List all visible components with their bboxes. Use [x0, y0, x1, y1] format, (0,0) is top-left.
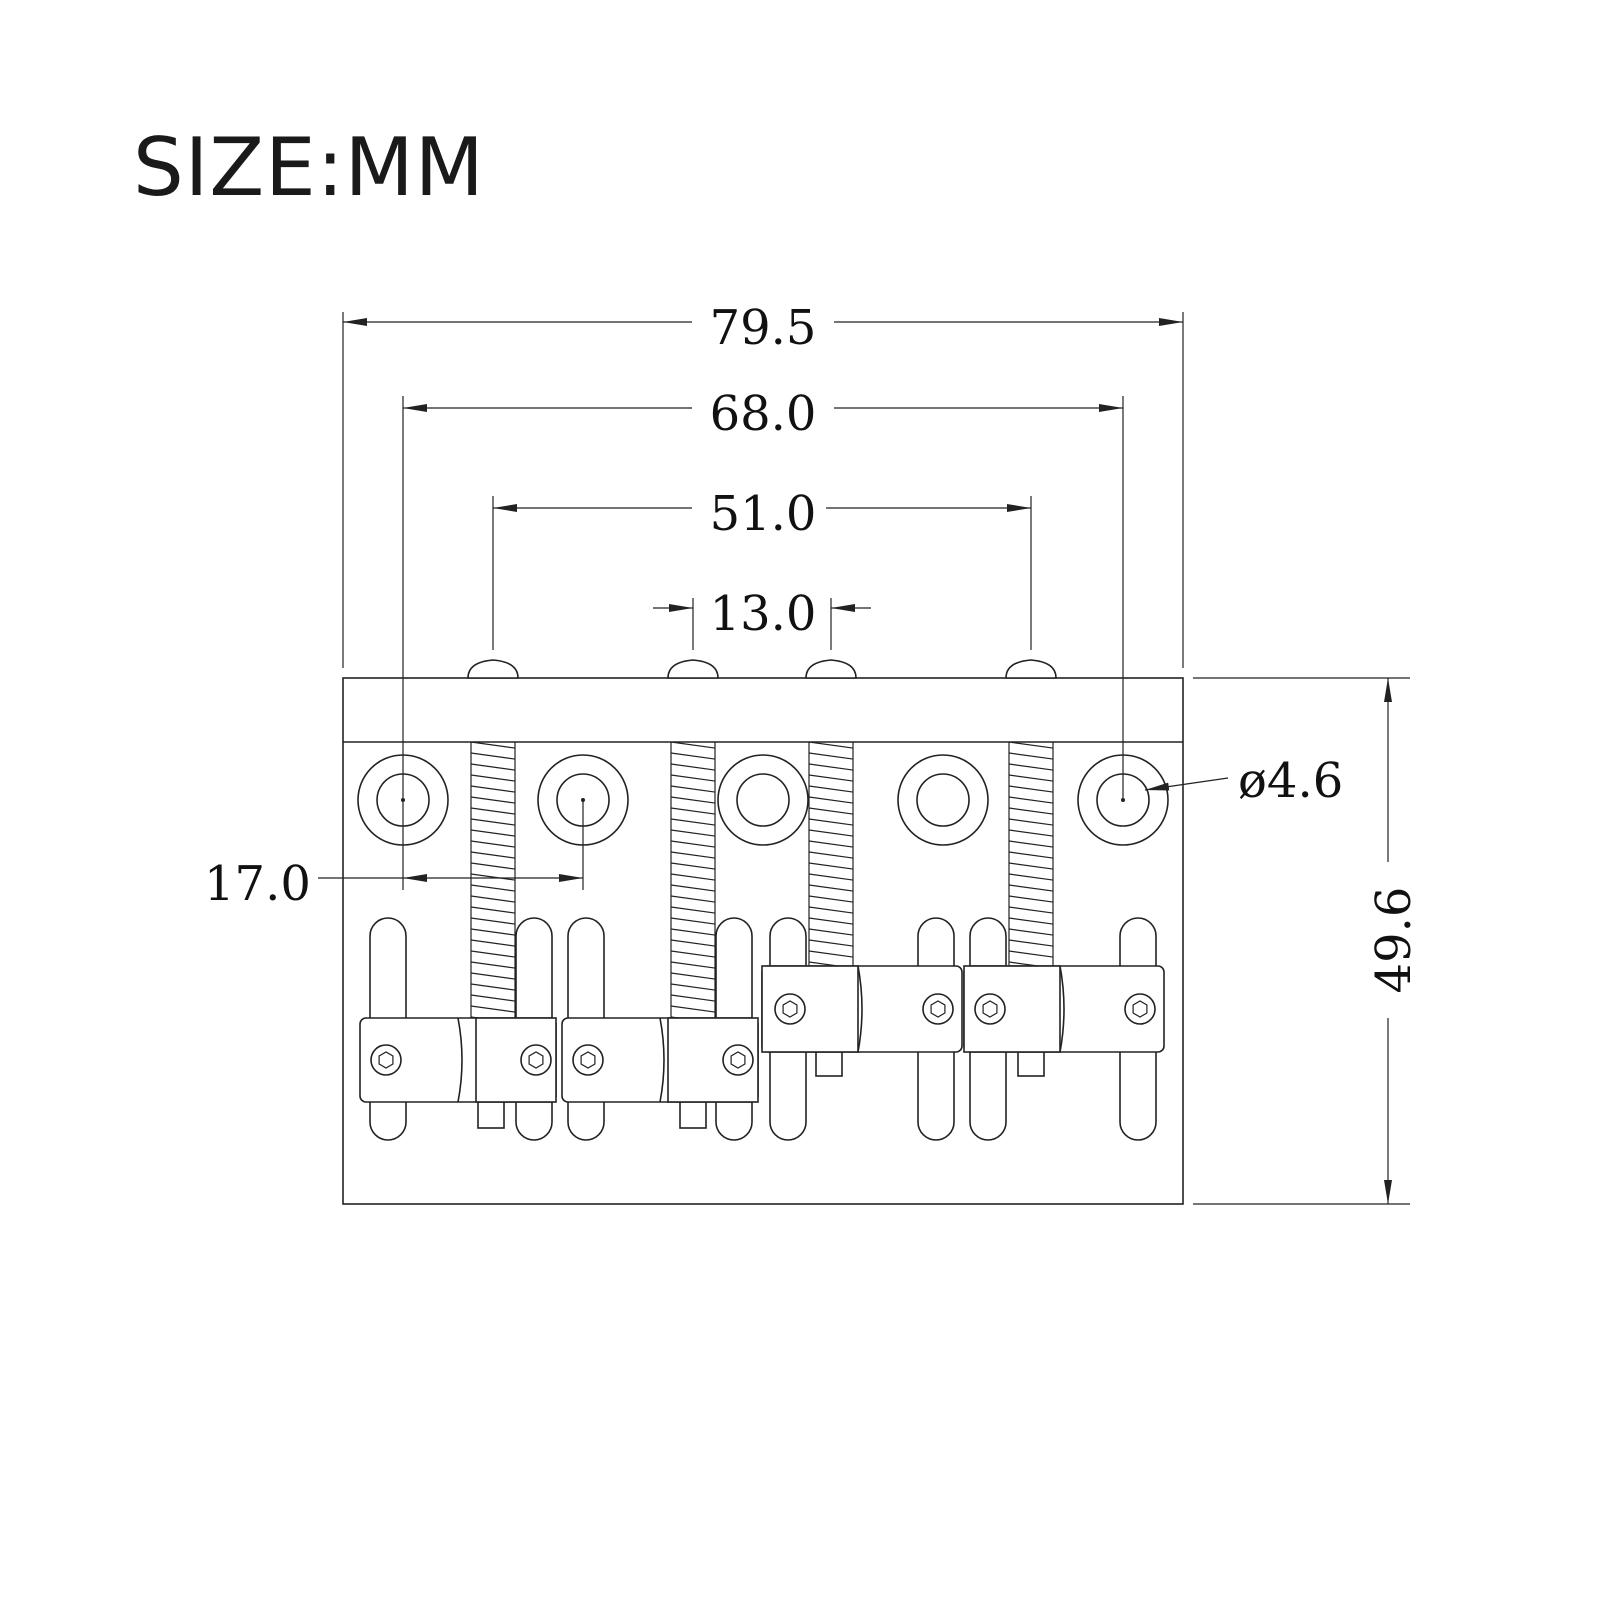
dim-label-overall-width: 79.5: [710, 300, 817, 356]
hex-screw-8: [1124, 993, 1156, 1025]
dim-label-outer-string-spacing: 51.0: [710, 486, 817, 542]
hex-screw-6: [922, 993, 954, 1025]
page-title: SIZE:MM: [133, 121, 485, 214]
saddle-4: [963, 965, 1165, 1077]
saddle-3: [761, 965, 963, 1077]
saddle-2: [561, 1017, 759, 1129]
hex-screw-4: [722, 1044, 754, 1076]
dim-label-inner-string-spacing: 13.0: [710, 586, 817, 642]
hex-screw-1: [370, 1044, 402, 1076]
dim-overall-height: 49.6: [1366, 678, 1422, 1204]
dim-label-mount-hole-span: 68.0: [710, 386, 817, 442]
saddle-height-screws: [370, 993, 1156, 1076]
spring-2: [670, 741, 716, 1024]
dim-mount-hole-span: 68.0: [403, 386, 1123, 442]
saddles: [359, 965, 1165, 1129]
spring-4: [1008, 741, 1054, 969]
spring-1: [470, 741, 516, 1024]
hex-screw-5: [774, 993, 806, 1025]
hex-screw-3: [572, 1044, 604, 1076]
extension-lines: [342, 312, 1410, 1205]
dim-overall-width: 79.5: [343, 300, 1183, 356]
dim-hole-spacing: 17.0: [204, 856, 583, 912]
dim-label-hole-diameter: ø4.6: [1238, 753, 1343, 809]
dim-label-hole-spacing: 17.0: [204, 856, 311, 912]
dim-label-overall-height: 49.6: [1366, 887, 1422, 994]
intonation-screw-heads: [467, 659, 1057, 679]
spring-3: [808, 741, 854, 969]
hex-screw-7: [974, 993, 1006, 1025]
dim-outer-string-spacing: 51.0: [493, 486, 1031, 542]
bridge-plate: [342, 677, 1184, 1205]
dim-inner-string-spacing: 13.0: [653, 586, 871, 642]
intonation-springs: [470, 741, 1054, 1024]
hex-screw-2: [520, 1044, 552, 1076]
mounting-holes: [357, 754, 1169, 846]
dim-hole-diameter: ø4.6: [1144, 753, 1343, 809]
